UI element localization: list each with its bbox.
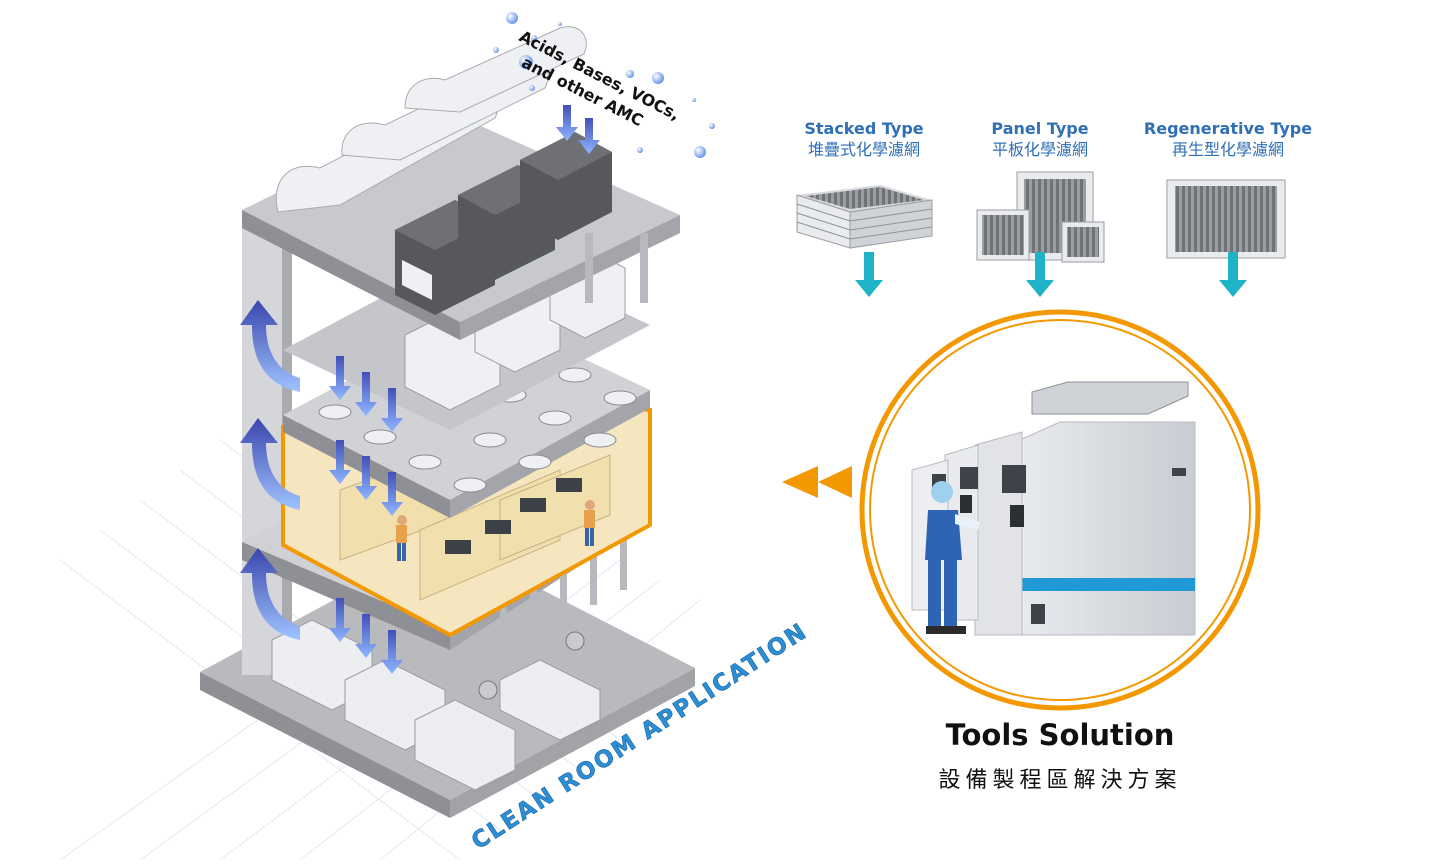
building bbox=[200, 26, 695, 818]
operator-figure bbox=[396, 500, 595, 561]
tools-solution-subtitle: 設備製程區解決方案 bbox=[938, 768, 1182, 793]
filter-regenerative-name-zh: 再生型化學濾網 bbox=[1171, 140, 1284, 159]
panel-filter-image bbox=[976, 171, 1105, 263]
operator-figure-large bbox=[925, 481, 980, 634]
airflow-down-arrows bbox=[329, 105, 600, 674]
filter-panel-name: Panel Type bbox=[991, 119, 1089, 138]
stacked-filter-image bbox=[796, 185, 933, 249]
regenerative-filter-image bbox=[1166, 179, 1286, 259]
filter-regenerative-name: Regenerative Type bbox=[1143, 119, 1313, 138]
filter-panel-label: Panel Type 平板化學濾網 bbox=[940, 118, 1140, 161]
roof-ducts bbox=[275, 26, 587, 213]
filter-regenerative-label: Regenerative Type 再生型化學濾網 bbox=[1128, 118, 1328, 161]
airflow-return-arrows bbox=[240, 300, 300, 640]
filter-stacked-name: Stacked Type bbox=[804, 119, 924, 138]
filter-panel-name-zh: 平板化學濾網 bbox=[991, 140, 1088, 159]
tools-solution-title: Tools Solution bbox=[945, 718, 1175, 752]
filter-stacked-label: Stacked Type 堆疊式化學濾網 bbox=[764, 118, 964, 161]
pointer-arrows-icon bbox=[782, 466, 852, 498]
chemical-filter-units bbox=[395, 132, 612, 315]
ground-machines bbox=[271, 619, 601, 791]
filter-down-arrows bbox=[855, 252, 1247, 297]
pollutant-bubbles bbox=[493, 12, 715, 158]
filter-stacked-name-zh: 堆疊式化學濾網 bbox=[807, 140, 920, 159]
tools-solution-circle bbox=[859, 309, 1261, 711]
